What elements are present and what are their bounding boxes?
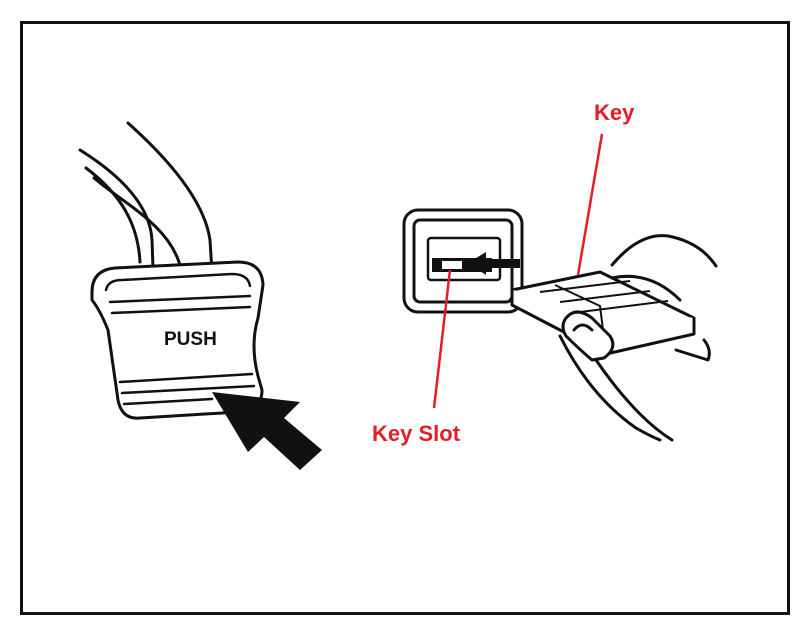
key-callout-line — [576, 133, 604, 276]
key-slot-callout-line — [432, 269, 452, 409]
brake-pedal — [78, 121, 265, 420]
pedal-arm — [126, 121, 214, 274]
insert-arrow-icon — [468, 252, 520, 275]
push-arrow-icon — [212, 392, 322, 470]
pedal-push-text: PUSH — [164, 329, 217, 350]
hand — [558, 234, 718, 442]
key-slot-label: Key Slot — [372, 421, 461, 446]
thumb — [561, 310, 615, 362]
key-label: Key — [594, 100, 635, 125]
